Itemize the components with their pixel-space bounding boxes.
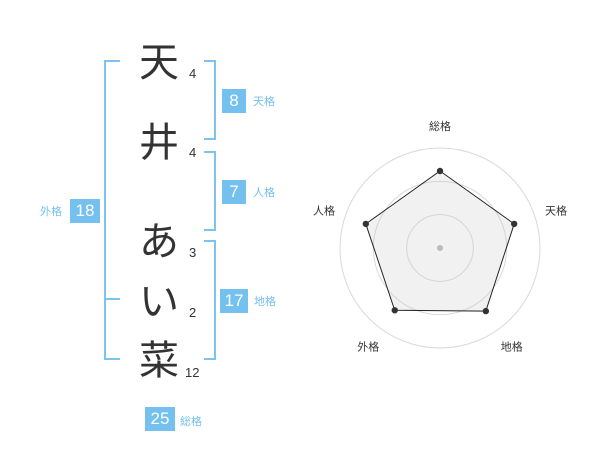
gaikaku-value: 18	[70, 199, 100, 223]
jinkaku-label: 人格	[253, 186, 275, 199]
name-char-4: い	[139, 279, 179, 325]
tenkaku-label: 天格	[253, 95, 275, 108]
radar-point-4	[391, 307, 398, 314]
stroke-count-2: 4	[189, 145, 197, 160]
gaikaku-bracket-split	[104, 298, 120, 300]
name-char-2: 井	[139, 120, 179, 166]
radar-axis-label-4: 外格	[357, 340, 379, 354]
stroke-count-5: 12	[185, 365, 200, 380]
radar-center-dot	[437, 245, 443, 251]
radar-axis-label-2: 天格	[545, 203, 567, 217]
jinkaku-value: 7	[222, 180, 246, 204]
radar-point-1	[436, 167, 444, 175]
chikaku-label: 地格	[254, 295, 276, 308]
name-char-3: あ	[139, 219, 179, 265]
name-char-5: 菜	[139, 338, 179, 384]
soukaku-value: 25	[145, 407, 175, 431]
radar-grid-ring	[339, 147, 541, 349]
stroke-count-4: 2	[189, 305, 197, 320]
radar-point-5	[362, 220, 370, 228]
radar-axis-label-3: 地格	[501, 340, 523, 354]
chikaku-value: 17	[220, 289, 248, 313]
soukaku-label: 総格	[180, 415, 202, 428]
tenkaku-value: 8	[222, 89, 246, 113]
radar-axis-label-5: 人格	[313, 203, 335, 217]
jinkaku-bracket	[204, 151, 216, 231]
gaikaku-label: 外格	[40, 205, 62, 218]
radar-axis-label-1: 総格	[429, 119, 451, 133]
gaikaku-bracket	[104, 60, 120, 360]
radar-point-3	[482, 307, 490, 315]
stroke-count-1: 4	[189, 66, 197, 81]
name-char-1: 天	[139, 40, 179, 86]
stroke-count-3: 3	[189, 245, 197, 260]
radar-grid-ring	[406, 214, 474, 282]
chikaku-bracket	[204, 240, 216, 360]
tenkaku-bracket	[204, 60, 216, 140]
radar-point-2	[510, 220, 518, 228]
radar-data-polygon	[365, 170, 515, 312]
